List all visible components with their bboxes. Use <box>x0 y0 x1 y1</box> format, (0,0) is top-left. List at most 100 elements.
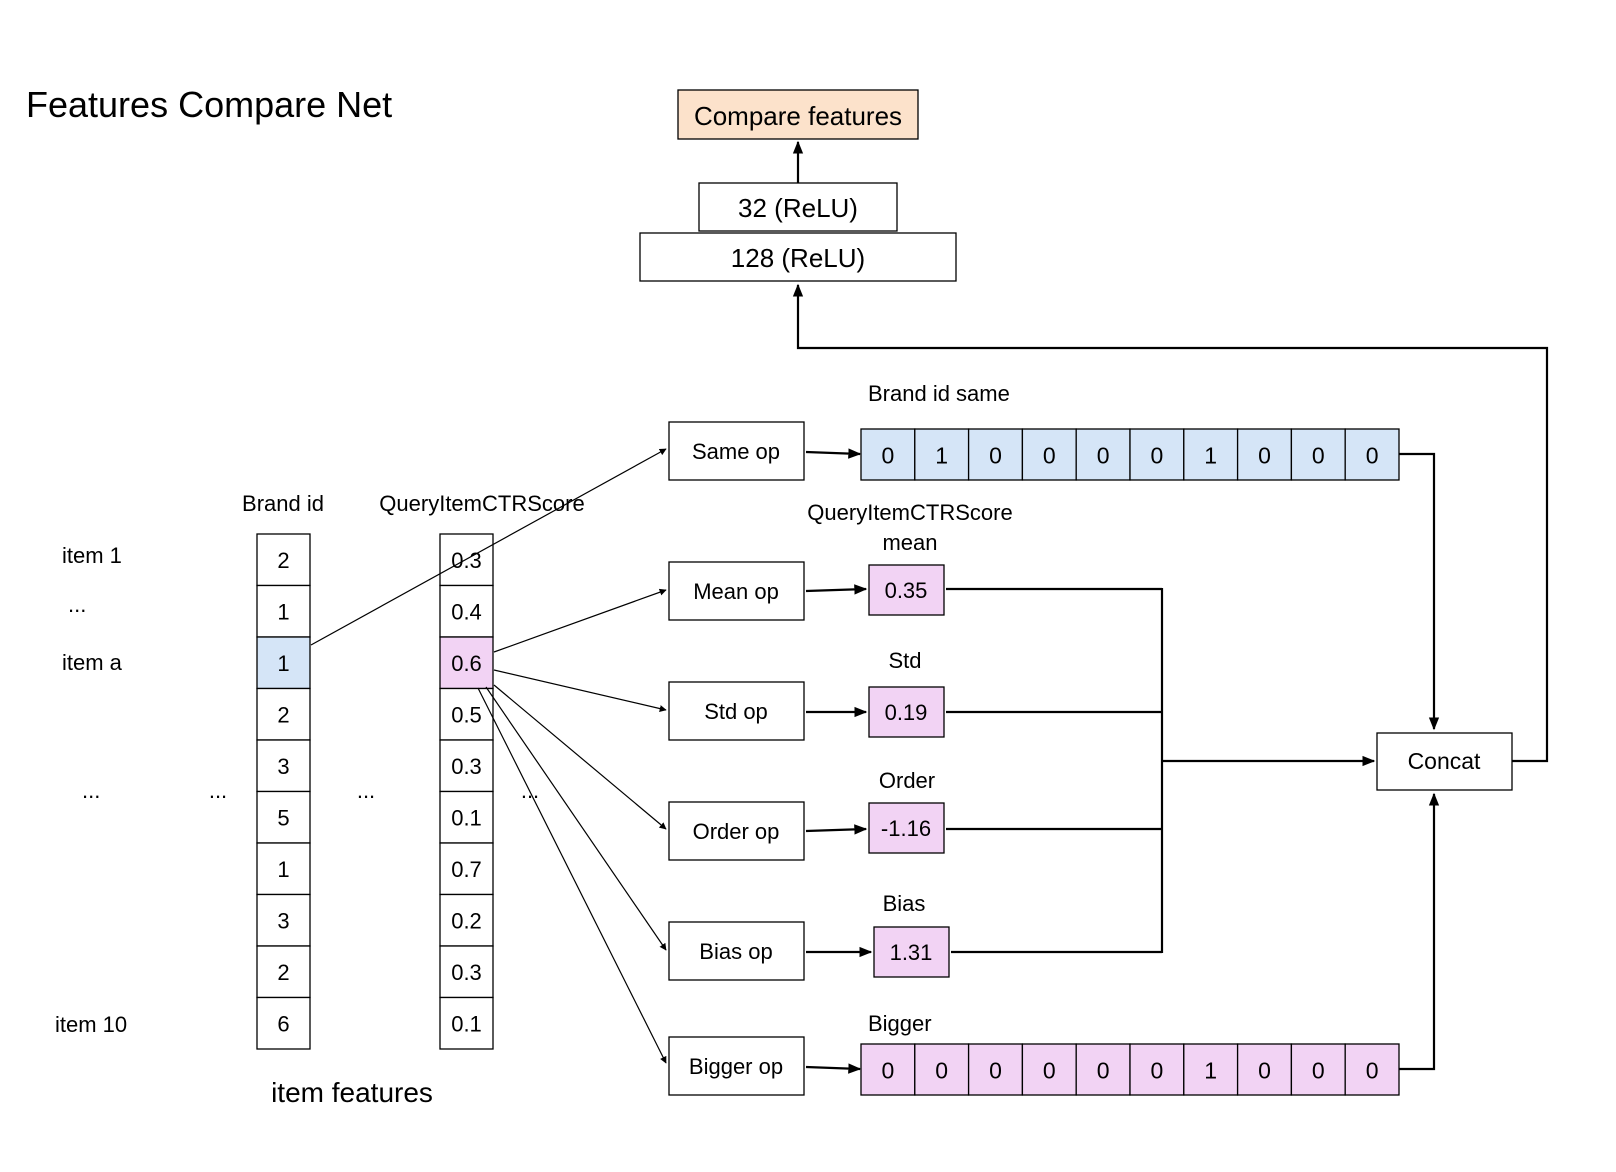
same-vector-value: 0 <box>989 443 1002 469</box>
same-vector-value: 0 <box>1366 443 1379 469</box>
mean-value-box <box>868 564 945 616</box>
row-label-item-1: item 1 <box>62 543 122 568</box>
row-label-ellipsis-mid: ... <box>82 778 100 803</box>
std-op-box <box>668 681 805 741</box>
mean-op-box <box>668 561 805 621</box>
order-output-label: Order <box>879 768 935 793</box>
same-vector-value: 0 <box>1151 443 1164 469</box>
ctr-score-value: 0.6 <box>451 651 482 676</box>
order-op-box <box>668 801 805 861</box>
bigger-op-box <box>668 1036 805 1096</box>
bigger-output-label: Bigger <box>868 1011 932 1036</box>
bias-op-label: Bias op <box>699 939 772 964</box>
compare-features-label: Compare features <box>694 101 902 131</box>
bigger-vector-value: 0 <box>1151 1058 1164 1084</box>
ctr-score-value: 0.5 <box>451 702 482 727</box>
same-vector-cell <box>1290 428 1346 481</box>
brand-id-value: 1 <box>277 857 289 882</box>
arrow-order-op-to-value <box>805 824 868 835</box>
brand-id-value: 2 <box>277 702 289 727</box>
brand-id-value: 6 <box>277 1011 289 1036</box>
brand-id-column: 2 1 1 2 3 5 1 3 2 6 <box>256 533 311 1050</box>
row-label-item-10: item 10 <box>55 1012 127 1037</box>
arrow-same-op-to-vector <box>805 448 862 459</box>
ctr-score-value: 0.4 <box>451 599 482 624</box>
bigger-vector-value: 0 <box>935 1058 948 1084</box>
bigger-vector-cell <box>914 1043 970 1096</box>
same-vector-value: 1 <box>935 443 948 469</box>
bigger-op-label: Bigger op <box>689 1054 783 1079</box>
concat-label: Concat <box>1408 748 1481 774</box>
arrow-ctr-to-mean-op <box>493 588 667 653</box>
same-vector-value: 0 <box>1258 443 1271 469</box>
arrow-brand-to-same-op <box>310 448 667 646</box>
layer-128-label: 128 (ReLU) <box>731 243 865 273</box>
same-op-label: Same op <box>692 439 780 464</box>
same-vector-cell <box>914 428 970 481</box>
bigger-vector-cell <box>1129 1043 1185 1096</box>
same-vector-to-concat-line <box>1399 452 1440 731</box>
ctr-score-cell <box>439 945 494 999</box>
ctr-score-column: 0.30.40.60.50.30.10.70.20.30.1 <box>439 533 494 1050</box>
brand-id-cell <box>256 584 311 638</box>
mean-op-label: Mean op <box>693 579 779 604</box>
same-vector-cell <box>1183 428 1239 481</box>
brand-id-value: 5 <box>277 805 289 830</box>
bigger-vector-cell <box>1344 1043 1400 1096</box>
arrow-mean-op-to-value <box>805 584 868 595</box>
bigger-vector-value: 0 <box>1258 1058 1271 1084</box>
same-vector-value: 0 <box>1097 443 1110 469</box>
arrow-ctr-to-std-op <box>493 669 667 712</box>
std-op-label: Std op <box>704 699 768 724</box>
same-vector-cell <box>967 428 1024 481</box>
order-value-box <box>868 802 945 854</box>
ctr-score-header: QueryItemCTRScore <box>379 491 584 516</box>
bias-value: 1.31 <box>890 940 933 965</box>
concat-to-network-line <box>792 283 1549 763</box>
ctr-score-cell <box>439 636 494 690</box>
bigger-vector-cell <box>1290 1043 1346 1096</box>
bigger-vector-cell <box>860 1043 916 1096</box>
ctr-score-cell <box>439 996 494 1050</box>
same-vector-cell <box>1236 428 1293 481</box>
same-vector-cell <box>1129 428 1185 481</box>
order-op-label: Order op <box>693 819 780 844</box>
brand-id-value: 1 <box>277 599 289 624</box>
bigger-vector-value: 0 <box>1312 1058 1325 1084</box>
ctr-score-value: 0.3 <box>451 960 482 985</box>
ctr-score-value: 0.1 <box>451 1011 482 1036</box>
ctr-score-cell <box>439 687 494 741</box>
std-value-box <box>868 686 945 738</box>
layer-32-label: 32 (ReLU) <box>738 193 858 223</box>
same-vector-value: 1 <box>1204 443 1217 469</box>
bigger-vector-value: 0 <box>882 1058 895 1084</box>
brand-id-value: 2 <box>277 548 289 573</box>
concat-box <box>1376 732 1513 791</box>
bias-value-box <box>873 926 950 978</box>
ctr-score-value: 0.7 <box>451 857 482 882</box>
ctr-score-cell <box>439 790 494 844</box>
compare-features-box <box>677 89 919 140</box>
arrow-bigger-op-to-vector <box>805 1063 862 1074</box>
same-vector-cell <box>860 428 916 481</box>
brand-id-value: 1 <box>277 651 289 676</box>
ellipsis-between-columns: ... <box>357 778 375 803</box>
layer-32-box <box>698 182 898 232</box>
bigger-vector-cell <box>967 1043 1024 1096</box>
brand-id-value: 3 <box>277 754 289 779</box>
bigger-vector-to-concat-line <box>1399 792 1440 1071</box>
same-vector-cell <box>1021 428 1077 481</box>
same-vector-cell <box>1344 428 1400 481</box>
brand-id-cell <box>256 893 311 947</box>
same-vector-value: 0 <box>882 443 895 469</box>
brand-id-value: 3 <box>277 908 289 933</box>
brand-id-value: 2 <box>277 960 289 985</box>
bias-output-label: Bias <box>883 891 926 916</box>
bigger-vector-value: 0 <box>1043 1058 1056 1084</box>
brand-id-cell <box>256 996 311 1050</box>
same-vector-value: 0 <box>1312 443 1325 469</box>
bigger-vector-cell <box>1021 1043 1077 1096</box>
bigger-vector-cell <box>1075 1043 1131 1096</box>
